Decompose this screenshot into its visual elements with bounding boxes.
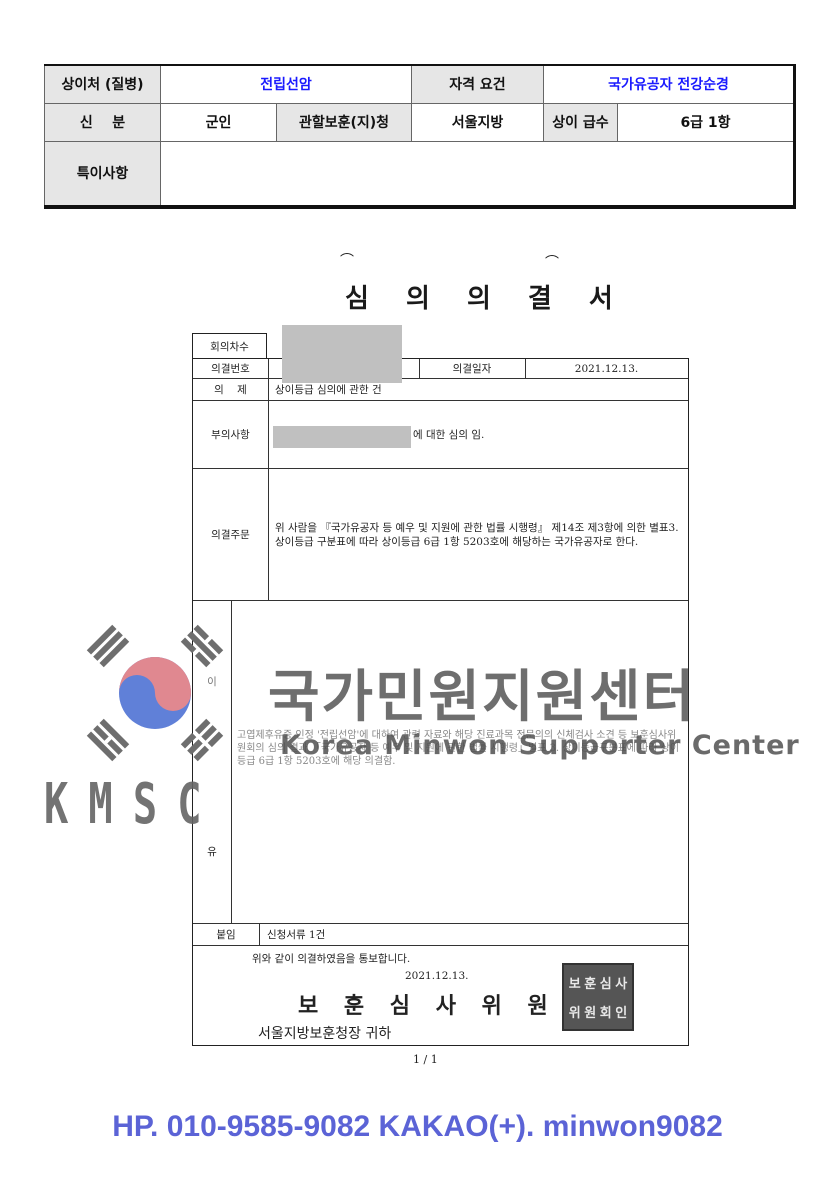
- notice-text: 위와 같이 의결하였음을 통보합니다.: [252, 953, 411, 965]
- agenda-value: 상이등급 심의에 관한 건: [275, 384, 382, 396]
- order-text: 위 사람을 『국가유공자 등 예우 및 지원에 관한 법률 시행령』 제14조 …: [275, 521, 679, 548]
- summary-table: 상이처 (질병) 전립선암 자격 요건 국가유공자 전강순경 신 분 군인 관할…: [44, 64, 797, 209]
- injury-label: 상이처 (질병): [44, 64, 161, 104]
- row-attachment: 붙임 신청서류 1건: [193, 923, 688, 945]
- seal-char: 훈: [584, 977, 597, 992]
- attachment-value: 신청서류 1건: [267, 929, 326, 941]
- status-value: 군인: [160, 102, 277, 142]
- page-number: 1 / 1: [413, 1053, 438, 1066]
- decision-form: 의결번호 의결일자 2021.12.13. 의 제 상이등급 심의에 관한 건 …: [192, 358, 689, 1046]
- watermark-english: Korea Minwon Supporter Center: [280, 730, 800, 761]
- seal-char: 위: [568, 1006, 581, 1021]
- decision-no-label: 의결번호: [211, 363, 250, 375]
- agenda-label: 의 제: [214, 384, 247, 396]
- seal-char: 회: [599, 1006, 612, 1021]
- seal-char: 보: [568, 977, 581, 992]
- recipient: 서울지방보훈청장 귀하: [258, 1026, 392, 1042]
- taegukgi-flag-icon: [86, 624, 224, 762]
- row-decision-number: 의결번호 의결일자 2021.12.13.: [193, 358, 688, 378]
- referral-value: 에 대한 심의 임.: [413, 429, 485, 441]
- referral-label: 부의사항: [211, 429, 250, 441]
- row-notice: [193, 945, 688, 1046]
- punch-mark-right: ⌒: [545, 255, 559, 271]
- row-reason: 이 유 고엽제후유증 인정 '전립선암'에 대하여 관련 자료와 해당 진료과목…: [193, 600, 688, 923]
- redacted-meeting-info: [282, 325, 402, 383]
- qualification-label: 자격 요건: [411, 64, 544, 104]
- seal-char: 사: [615, 977, 628, 992]
- grade-label: 상이 급수: [543, 102, 618, 142]
- office-label: 관할보훈(지)청: [276, 102, 412, 142]
- decision-date-label: 의결일자: [452, 363, 492, 375]
- watermark-korean: 국가민원지원센터: [268, 665, 697, 730]
- remarks-label: 특이사항: [44, 140, 161, 208]
- summary-row-status: 신 분 군인 관할보훈(지)청 서울지방 상이 급수 6급 1항: [44, 102, 796, 142]
- summary-row-injury: 상이처 (질병) 전립선암 자격 요건 국가유공자 전강순경: [44, 64, 796, 104]
- injury-value: 전립선암: [160, 64, 412, 104]
- row-order: 의결주문 위 사람을 『국가유공자 등 예우 및 지원에 관한 법률 시행령』 …: [193, 468, 688, 600]
- grade-value: 6급 1항: [616, 102, 796, 142]
- qualification-value: 국가유공자 전강순경: [542, 64, 796, 104]
- punch-mark-left: ⌒: [340, 253, 354, 269]
- document-title: 심 의 의 결 서: [345, 284, 627, 314]
- row-agenda: 의 제 상이등급 심의에 관한 건: [193, 378, 688, 400]
- seal-char: 심: [599, 977, 612, 992]
- row-referral: 부의사항 에 대한 심의 임.: [193, 400, 688, 468]
- contact-info: HP. 010-9585-9082 KAKAO(+). minwon9082: [112, 1110, 723, 1143]
- office-value: 서울지방: [411, 102, 544, 142]
- reason-text: 고엽제후유증 인정 '전립선암'에 대하여 관련 자료와 해당 진료과목 전문의…: [237, 730, 680, 767]
- seal-char: 인: [615, 1006, 628, 1021]
- notice-date: 2021.12.13.: [405, 970, 469, 982]
- meeting-round-label: 회의차수: [192, 333, 267, 358]
- official-seal: 보 훈 심 사 위 원 회 인: [562, 963, 634, 1031]
- remarks-value: [159, 140, 796, 208]
- committee-name: 보 훈 심 사 위 원 회: [298, 993, 603, 1019]
- status-label: 신 분: [44, 102, 161, 142]
- attachment-label: 붙임: [216, 929, 236, 941]
- reason-label-top: 이: [207, 675, 217, 688]
- watermark-acronym: KMSC: [44, 772, 222, 837]
- redacted-applicant: [273, 426, 411, 448]
- reason-label-bottom: 유: [207, 845, 217, 858]
- decision-date: 2021.12.13.: [574, 362, 639, 375]
- summary-row-remarks: 특이사항: [44, 140, 796, 208]
- seal-char: 원: [584, 1006, 597, 1021]
- order-label: 의결주문: [211, 529, 250, 541]
